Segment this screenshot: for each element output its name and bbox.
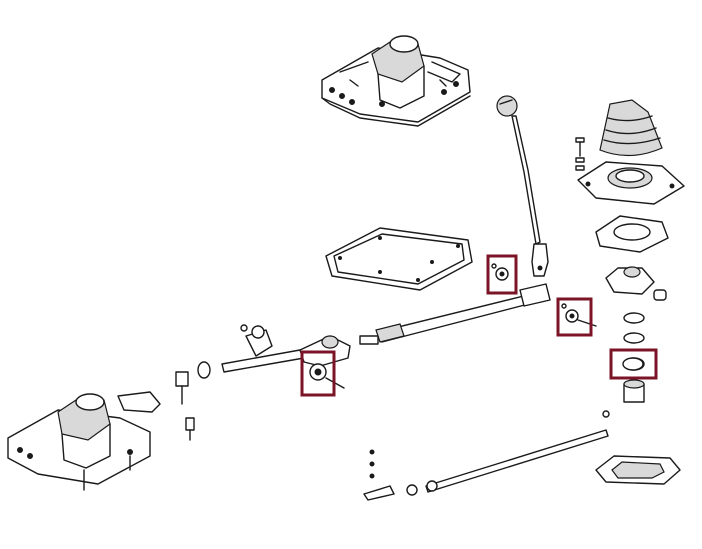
gasket — [325, 227, 473, 291]
highlight-box-1 — [486, 254, 518, 295]
linkage-rod — [363, 410, 610, 501]
seal-ring — [622, 357, 644, 371]
shift-shaft — [175, 324, 351, 405]
boot-retainer-plate — [577, 161, 685, 205]
shift-lever-with-knob — [496, 95, 549, 277]
floor-seal — [595, 455, 681, 485]
highlight-box-4 — [609, 348, 658, 380]
selector-rod — [359, 283, 551, 345]
highlight-box-3 — [300, 350, 336, 397]
highlight-boxes — [300, 254, 658, 397]
washer-nut-1 — [491, 263, 509, 281]
lever-seat — [605, 266, 667, 344]
transmission-housing-bottom — [7, 391, 195, 491]
top-gasket-plate — [595, 215, 669, 253]
washer-nut-2 — [561, 303, 597, 327]
highlight-box-2 — [556, 297, 593, 337]
transmission-housing-top — [321, 35, 471, 127]
washer-nut-3 — [309, 363, 345, 389]
shift-boot — [575, 99, 663, 171]
